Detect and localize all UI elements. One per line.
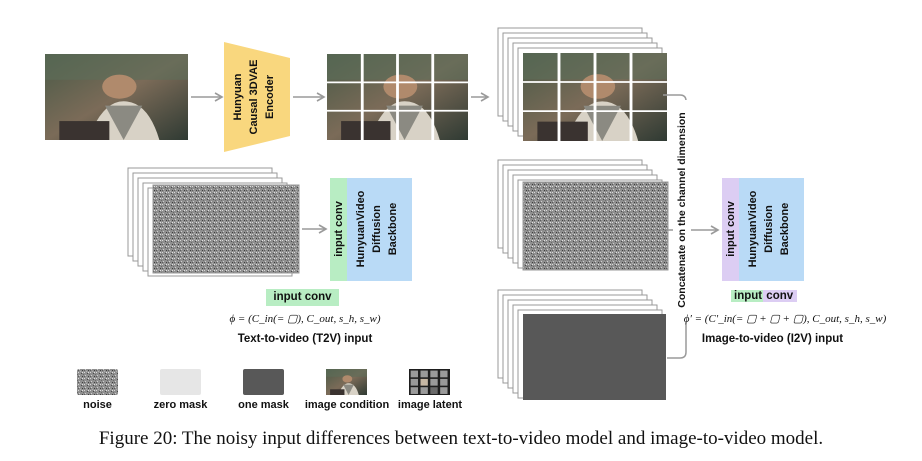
i2v-title: Image-to-video (I2V) input [701,333,844,345]
i2v-mask-stack [497,289,666,400]
i2v-backbone-line-2: Diffusion [763,205,775,253]
legend-image-condition-label: image condition [304,399,390,411]
legend-noise-label: noise [83,399,112,411]
encoder-line-2: Causal 3DVAE [248,60,260,135]
t2v-input-conv-tag: input conv [266,289,339,306]
i2v-input-conv-tag: input conv [731,288,798,305]
encoder-line-3: Encoder [264,74,276,119]
i2v-input-part: input [731,290,764,302]
diagram-canvas: Hunyuan Causal 3DVAE Encoder [45,27,804,400]
t2v-backbone-line-1: HunyuanVideo [355,190,367,267]
i2v-backbone-line-1: HunyuanVideo [747,190,759,267]
legend-one-mask-label: one mask [238,399,289,411]
i2v-backbone-line-3: Backbone [779,203,791,256]
t2v-title: Text-to-video (T2V) input [237,333,373,345]
concat-label-bg [673,100,691,322]
concat-label: Concatenate on the channel dimension [676,112,688,307]
t2v-input-conv-label: input conv [333,200,345,256]
t2v-noise-stack [127,167,300,277]
legend-noise-swatch [77,369,118,395]
i2v-formula: ϕ′ = (C′_in(= ▢ + ▢ + ▢), C_out, s_h, s_… [683,313,887,325]
vae-encoder-shape [224,42,290,152]
source-image [45,54,188,140]
t2v-backbone-line-3: Backbone [387,203,399,256]
legend-one-mask-swatch [243,369,284,395]
legend-image-latent-label: image latent [397,399,463,411]
t2v-backbone-line-2: Diffusion [371,205,383,253]
i2v-conv-part: conv [763,290,798,302]
i2v-noise-stack [497,159,669,271]
encoder-line-1: Hunyuan [232,73,244,120]
legend-image-latent-swatch [409,369,450,395]
latent-stack [497,27,667,141]
t2v-formula: ϕ = (C_in(= ▢), C_out, s_h, s_w) [229,313,381,325]
legend-zero-mask-swatch [160,369,201,395]
i2v-input-conv-strip [722,178,739,281]
i2v-input-conv-label: input conv [725,200,737,256]
figure-caption: Figure 20: The noisy input differences b… [98,428,824,449]
t2v-input-conv-strip [330,178,347,281]
legend-image-condition-swatch [326,369,367,395]
image-latent-grid [327,54,468,140]
legend-zero-mask-label: zero mask [153,399,208,411]
